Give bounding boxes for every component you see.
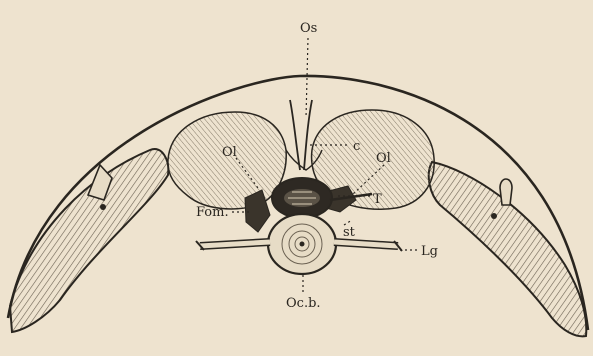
left-foramen-dot xyxy=(100,204,106,210)
right-process xyxy=(500,179,512,205)
label-t: T xyxy=(373,192,382,207)
left-lobe xyxy=(168,112,286,209)
label-fom: Fom. xyxy=(196,205,229,220)
label-c: c xyxy=(353,139,360,154)
left-lateral-bone xyxy=(10,149,168,332)
label-ol-right: Ol xyxy=(376,151,391,166)
label-lg: Lg xyxy=(421,244,438,259)
label-ocb: Oc.b. xyxy=(286,296,321,311)
label-ol-left: Ol xyxy=(222,145,237,160)
right-foramen-dot xyxy=(491,213,497,219)
label-os: Os xyxy=(300,21,317,36)
label-st: st xyxy=(343,225,356,240)
